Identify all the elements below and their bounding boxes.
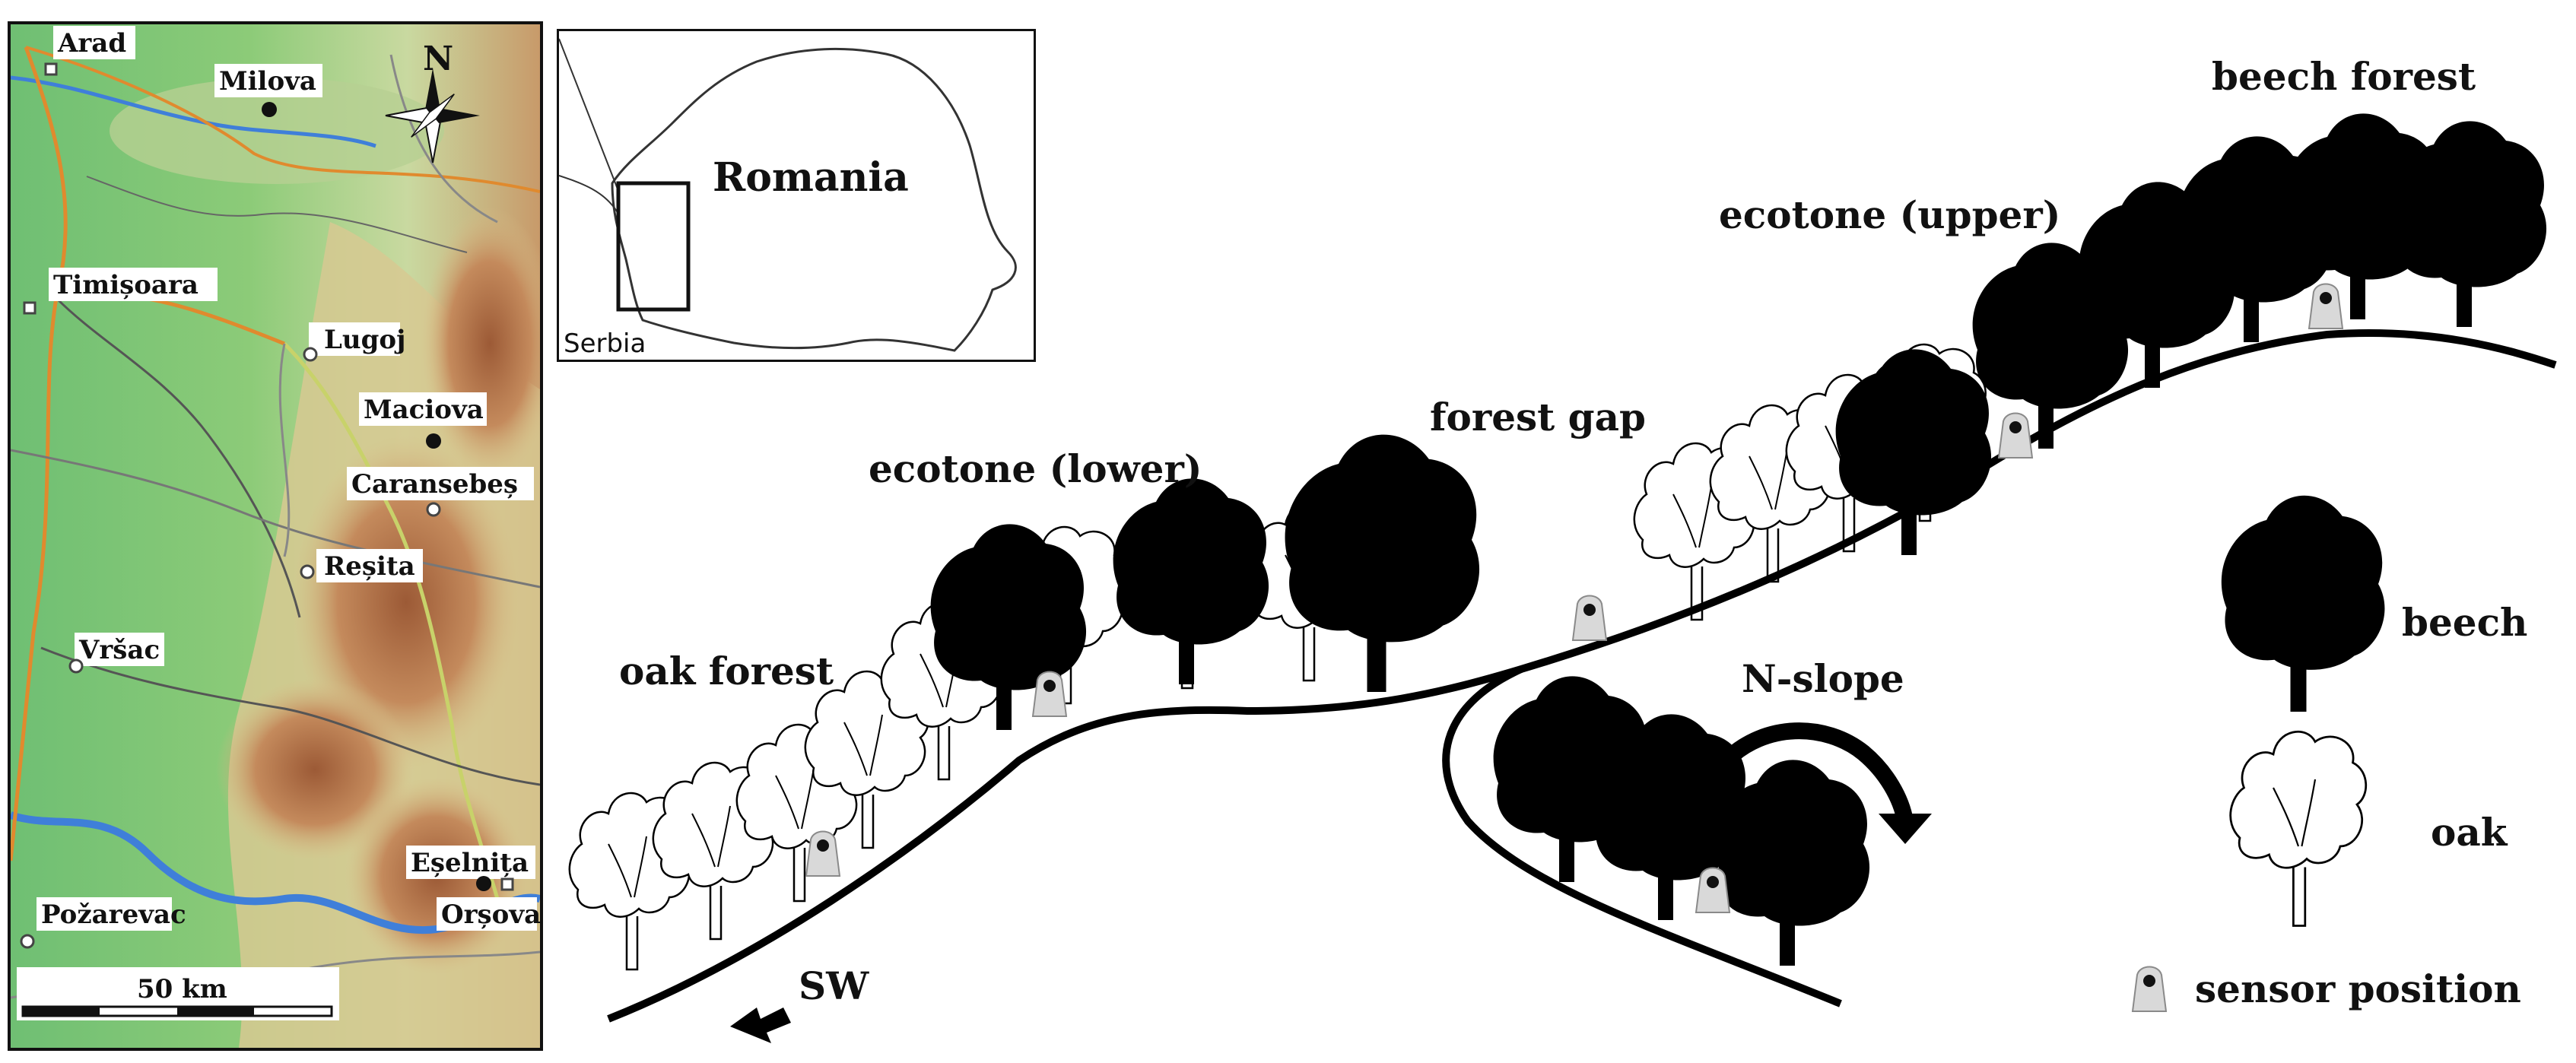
sw-arrow-icon (730, 1007, 791, 1043)
scale-label: 50 km (137, 974, 227, 1004)
north-arrow-icon (385, 68, 480, 163)
label-ecotone-lower: ecotone (lower) (869, 446, 1202, 491)
city-pozarevac: Požarevac (20, 897, 186, 949)
legend: beech oak sensor position (2132, 495, 2527, 1012)
serbia-label: Serbia (564, 328, 646, 359)
city-timisoara: Timișoara (23, 268, 218, 315)
scale-bar: 50 km (17, 967, 339, 1020)
sw-slope-line (607, 329, 2557, 1023)
curved-arrow-icon (1720, 722, 1932, 844)
svg-text:Arad: Arad (57, 28, 126, 59)
romania-label: Romania (713, 154, 909, 201)
sensor-ecotone-upper (1998, 412, 2033, 459)
legend-beech-icon (2221, 495, 2385, 712)
legend-oak-label: oak (2431, 810, 2508, 855)
sensor-oak-forest (805, 830, 840, 877)
svg-text:Orșova: Orșova (441, 900, 540, 930)
legend-sensor-icon (2132, 966, 2167, 1012)
label-oak-forest: oak forest (619, 649, 834, 693)
city-maciova: Maciova (359, 392, 487, 449)
romania-inset-drawing: Romania Serbia (558, 38, 1017, 359)
sensor-forest-gap (1572, 595, 1607, 641)
sensor-ecotone-lower (1032, 671, 1067, 717)
svg-text:Timișoara: Timișoara (53, 270, 199, 300)
svg-text:Caransebeș: Caransebeș (351, 469, 518, 500)
svg-text:Maciova: Maciova (364, 395, 484, 425)
legend-sensor-label: sensor position (2195, 966, 2521, 1011)
svg-text:Vršac: Vršac (78, 635, 160, 665)
city-vrsac: Vršac (68, 633, 164, 674)
city-orsova: Orșova (437, 877, 540, 931)
city-caransebes: Caransebeș (347, 467, 534, 517)
romania-inset-map: Romania Serbia (557, 29, 1036, 362)
n-slope-line (1442, 665, 1842, 1007)
study-area-box (616, 181, 691, 312)
relief-map-drawing: N Arad Milova Timișoara Lugoj Maciova (11, 24, 540, 1048)
relief-map: N Arad Milova Timișoara Lugoj Maciova (8, 21, 543, 1051)
city-milova: Milova (214, 64, 322, 117)
city-resita: Reșita (300, 549, 423, 582)
svg-text:Lugoj: Lugoj (324, 325, 405, 355)
svg-text:Milova: Milova (219, 66, 316, 97)
sensor-beech-forest (2308, 283, 2343, 329)
sensor-n-slope (1695, 867, 1730, 913)
svg-text:Eșelnița: Eșelnița (411, 848, 529, 878)
label-sw: SW (799, 963, 869, 1008)
city-arad: Arad (44, 26, 135, 76)
city-eselnita: Eșelnița (406, 846, 535, 891)
city-lugoj: Lugoj (303, 322, 405, 362)
label-forest-gap: forest gap (1430, 395, 1646, 439)
svg-text:Reșita: Reșita (324, 551, 415, 582)
north-label: N (423, 40, 453, 78)
label-ecotone-upper: ecotone (upper) (1719, 192, 2060, 237)
label-beech-forest: beech forest (2212, 54, 2476, 99)
label-n-slope: N-slope (1742, 656, 1904, 701)
svg-text:Požarevac: Požarevac (41, 900, 186, 930)
legend-beech-label: beech (2402, 600, 2527, 645)
legend-oak-icon (2229, 730, 2368, 927)
romania-outline (611, 47, 1017, 352)
